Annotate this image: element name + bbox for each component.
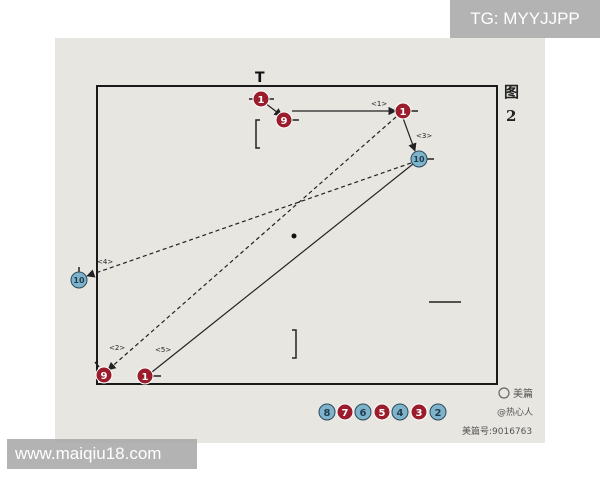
pass-line-3 — [402, 117, 417, 152]
legend-number: 3 — [416, 408, 423, 419]
table-mark: T — [255, 70, 265, 86]
pass-label: <3> — [416, 132, 432, 140]
site-watermark: www.maiqiu18.com — [7, 439, 197, 469]
player-marker: 1 — [394, 102, 418, 120]
player-number: 10 — [413, 155, 425, 164]
center-dot — [291, 233, 297, 239]
legend: 8 7 6 5 4 3 2 — [318, 403, 447, 421]
legend-circle — [354, 403, 372, 421]
pass-line-4 — [86, 162, 412, 278]
pass-label: <2> — [109, 344, 125, 352]
legend-number: 4 — [397, 408, 404, 419]
player-circle — [252, 90, 270, 108]
pass-line-5 — [151, 163, 414, 373]
player-marker: 10 — [70, 267, 88, 289]
player-number: 10 — [73, 276, 85, 285]
player-circle — [394, 102, 412, 120]
platform-logo-icon — [498, 387, 510, 399]
pass-label: <4> — [97, 258, 113, 266]
legend-number: 7 — [342, 408, 349, 419]
platform-id: 美篇号:9016763 — [462, 425, 532, 437]
player-marker: 1 — [249, 90, 274, 108]
player-number: 9 — [101, 371, 108, 382]
legend-circle — [391, 403, 409, 421]
field-border — [96, 85, 498, 385]
legend-circle — [373, 403, 391, 421]
legend-circle — [429, 403, 447, 421]
legend-number: 2 — [435, 408, 442, 419]
legend-number: 5 — [379, 408, 386, 419]
player-marker: 1 — [136, 367, 161, 385]
platform-name: 美篇 — [513, 387, 533, 400]
goal-bracket-bottom — [292, 329, 297, 359]
player-number: 1 — [142, 372, 149, 383]
author-handle: @热心人 — [497, 406, 533, 418]
player-marker: 9 — [94, 361, 113, 384]
player-circle — [275, 111, 293, 129]
player-circle — [410, 150, 428, 168]
legend-circle — [318, 403, 336, 421]
player-circle — [95, 366, 113, 384]
player-number: 1 — [400, 107, 407, 118]
player-number: 9 — [281, 116, 288, 127]
legend-number: 8 — [324, 408, 331, 419]
figure-number: 2 — [506, 107, 516, 125]
figure-label: 图 — [504, 83, 519, 101]
goal-bracket-left — [255, 119, 260, 149]
platform-watermark: 美篇 @热心人 美篇号:9016763 — [462, 387, 533, 437]
pass-line-2 — [107, 116, 397, 371]
player-number: 1 — [258, 95, 265, 106]
pass-label: <1> — [371, 100, 387, 108]
player-circle — [136, 367, 154, 385]
legend-circle — [410, 403, 428, 421]
legend-circle — [336, 403, 354, 421]
pass-label: <5> — [155, 346, 171, 354]
legend-number: 6 — [360, 408, 367, 419]
player-circle — [70, 271, 88, 289]
player-marker: 9 — [275, 111, 299, 129]
player-marker: 10 — [410, 150, 434, 168]
tg-watermark: TG: MYYJJPP — [450, 0, 600, 38]
